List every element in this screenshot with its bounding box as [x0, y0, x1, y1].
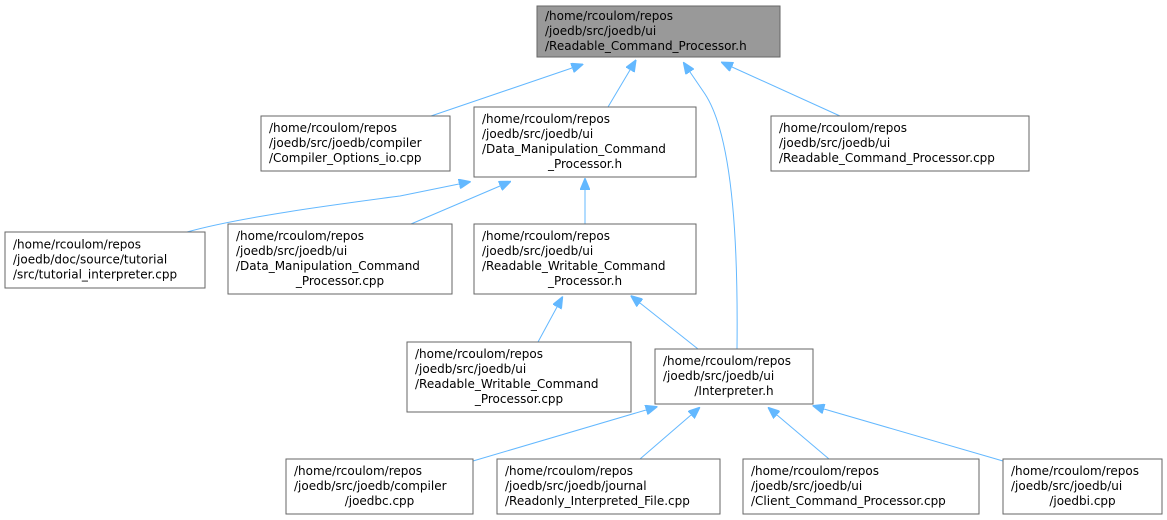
- node-label-line: /Readable_Writable_Command: [482, 259, 666, 273]
- node-box: [770, 115, 1030, 172]
- node-label-line: /joedb/src/joedb/ui: [482, 127, 593, 141]
- node-label-line: /joedb/doc/source/tutorial: [13, 253, 167, 267]
- node-label-line: /joedb/src/joedb/compiler: [269, 136, 422, 150]
- node-label-line: /joedb/src/joedb/journal: [505, 479, 647, 493]
- edge-readable_cpp-to-readable_h: [732, 67, 841, 117]
- node-readonly_interp[interactable]: /home/rcoulom/repos/joedb/src/joedb/jour…: [496, 458, 721, 515]
- node-label-line: /home/rcoulom/repos: [415, 347, 543, 361]
- node-label-line: _Processor.h: [547, 157, 622, 171]
- node-label-line: /home/rcoulom/repos: [505, 464, 633, 478]
- edge-rw_cpp-to-rw_h: [537, 307, 557, 343]
- node-label-line: _Processor.h: [547, 274, 622, 288]
- node-tutorial_interp[interactable]: /home/rcoulom/repos/joedb/doc/source/tut…: [4, 231, 206, 289]
- node-label-line: /joedbi.cpp: [1049, 494, 1115, 508]
- node-box: [285, 458, 474, 515]
- node-label-line: /joedbc.cpp: [345, 494, 415, 508]
- edges-layer: [186, 67, 1004, 462]
- node-compiler_options_io[interactable]: /home/rcoulom/repos/joedb/src/joedb/comp…: [260, 115, 451, 172]
- node-joedbc[interactable]: /home/rcoulom/repos/joedb/src/joedb/comp…: [285, 458, 474, 515]
- node-label-line: /Interpreter.h: [694, 384, 773, 398]
- node-box: [1002, 458, 1163, 515]
- edge-data_manip_cpp-to-data_manip_h: [410, 186, 500, 225]
- node-box: [4, 231, 206, 289]
- node-box: [406, 341, 632, 413]
- node-label-line: /joedb/src/joedb/ui: [545, 24, 656, 38]
- node-box: [654, 348, 814, 405]
- node-box: [473, 106, 697, 178]
- node-label-line: /Client_Command_Processor.cpp: [751, 494, 946, 508]
- edge-client_cmd-to-interpreter_h: [777, 415, 830, 460]
- node-label-line: /Readable_Command_Processor.h: [545, 39, 747, 53]
- node-label-line: /src/tutorial_interpreter.cpp: [13, 268, 177, 282]
- node-box: [496, 458, 721, 515]
- node-rw_cpp[interactable]: /home/rcoulom/repos/joedb/src/joedb/ui/R…: [406, 341, 632, 413]
- node-label-line: /home/rcoulom/repos: [236, 229, 364, 243]
- node-client_cmd[interactable]: /home/rcoulom/repos/joedb/src/joedb/ui/C…: [742, 458, 980, 515]
- edge-tutorial_interp-to-data_manip_h: [186, 184, 459, 233]
- node-label-line: /joedb/src/joedb/ui: [236, 244, 347, 258]
- edge-data_manip_h-to-readable_h: [607, 70, 630, 108]
- node-label-line: /joedb/src/joedb/ui: [751, 479, 862, 493]
- node-label-line: /joedb/src/joedb/ui: [663, 369, 774, 383]
- node-box: [227, 223, 453, 295]
- node-label-line: /home/rcoulom/repos: [269, 121, 397, 135]
- edge-compiler_options_io-to-readable_h: [430, 68, 572, 117]
- node-label-line: /Data_Manipulation_Command: [482, 142, 666, 156]
- node-data_manip_cpp[interactable]: /home/rcoulom/repos/joedb/src/joedb/ui/D…: [227, 223, 453, 295]
- node-label-line: _Processor.cpp: [295, 274, 384, 288]
- edge-joedbc-to-interpreter_h: [472, 410, 646, 462]
- node-label-line: /home/rcoulom/repos: [482, 229, 610, 243]
- node-label-line: /home/rcoulom/repos: [1011, 464, 1139, 478]
- node-label-line: /joedb/src/joedb/ui: [1011, 479, 1122, 493]
- node-label-line: /Readable_Command_Processor.cpp: [779, 151, 995, 165]
- node-box: [536, 5, 781, 58]
- node-label-line: /joedb/src/joedb/ui: [415, 362, 526, 376]
- node-label-line: /Data_Manipulation_Command: [236, 259, 420, 273]
- node-readable_cpp[interactable]: /home/rcoulom/repos/joedb/src/joedb/ui/R…: [770, 115, 1030, 172]
- node-label-line: /home/rcoulom/repos: [545, 9, 673, 23]
- node-label-line: /joedb/src/joedb/ui: [779, 136, 890, 150]
- nodes-layer: /home/rcoulom/repos/joedb/src/joedb/ui/R…: [4, 5, 1163, 515]
- node-readable_h: /home/rcoulom/repos/joedb/src/joedb/ui/R…: [536, 5, 781, 58]
- node-rw_h[interactable]: /home/rcoulom/repos/joedb/src/joedb/ui/R…: [473, 223, 697, 295]
- node-label-line: /Readonly_Interpreted_File.cpp: [505, 494, 690, 508]
- node-label-line: /home/rcoulom/repos: [779, 121, 907, 135]
- node-label-line: /joedb/src/joedb/compiler: [294, 479, 447, 493]
- node-interpreter_h[interactable]: /home/rcoulom/repos/joedb/src/joedb/ui/I…: [654, 348, 814, 405]
- node-label-line: /home/rcoulom/repos: [482, 112, 610, 126]
- node-joedbi[interactable]: /home/rcoulom/repos/joedb/src/joedb/ui/j…: [1002, 458, 1163, 515]
- edge-readonly_interp-to-interpreter_h: [639, 415, 691, 460]
- node-box: [260, 115, 451, 172]
- node-label-line: /home/rcoulom/repos: [751, 464, 879, 478]
- node-label-line: /home/rcoulom/repos: [663, 354, 791, 368]
- node-label-line: _Processor.cpp: [474, 392, 563, 406]
- node-box: [473, 223, 697, 295]
- node-data_manip_h[interactable]: /home/rcoulom/repos/joedb/src/joedb/ui/D…: [473, 106, 697, 178]
- node-label-line: /Readable_Writable_Command: [415, 377, 599, 391]
- node-label-line: /home/rcoulom/repos: [294, 464, 422, 478]
- edge-interpreter_h-to-rw_h: [640, 303, 699, 350]
- node-label-line: /home/rcoulom/repos: [13, 238, 141, 252]
- node-label-line: /Compiler_Options_io.cpp: [269, 151, 421, 165]
- node-box: [742, 458, 980, 515]
- edge-interpreter_h-to-readable_h: [690, 72, 738, 350]
- edge-joedbi-to-interpreter_h: [824, 409, 1004, 462]
- node-label-line: /joedb/src/joedb/ui: [482, 244, 593, 258]
